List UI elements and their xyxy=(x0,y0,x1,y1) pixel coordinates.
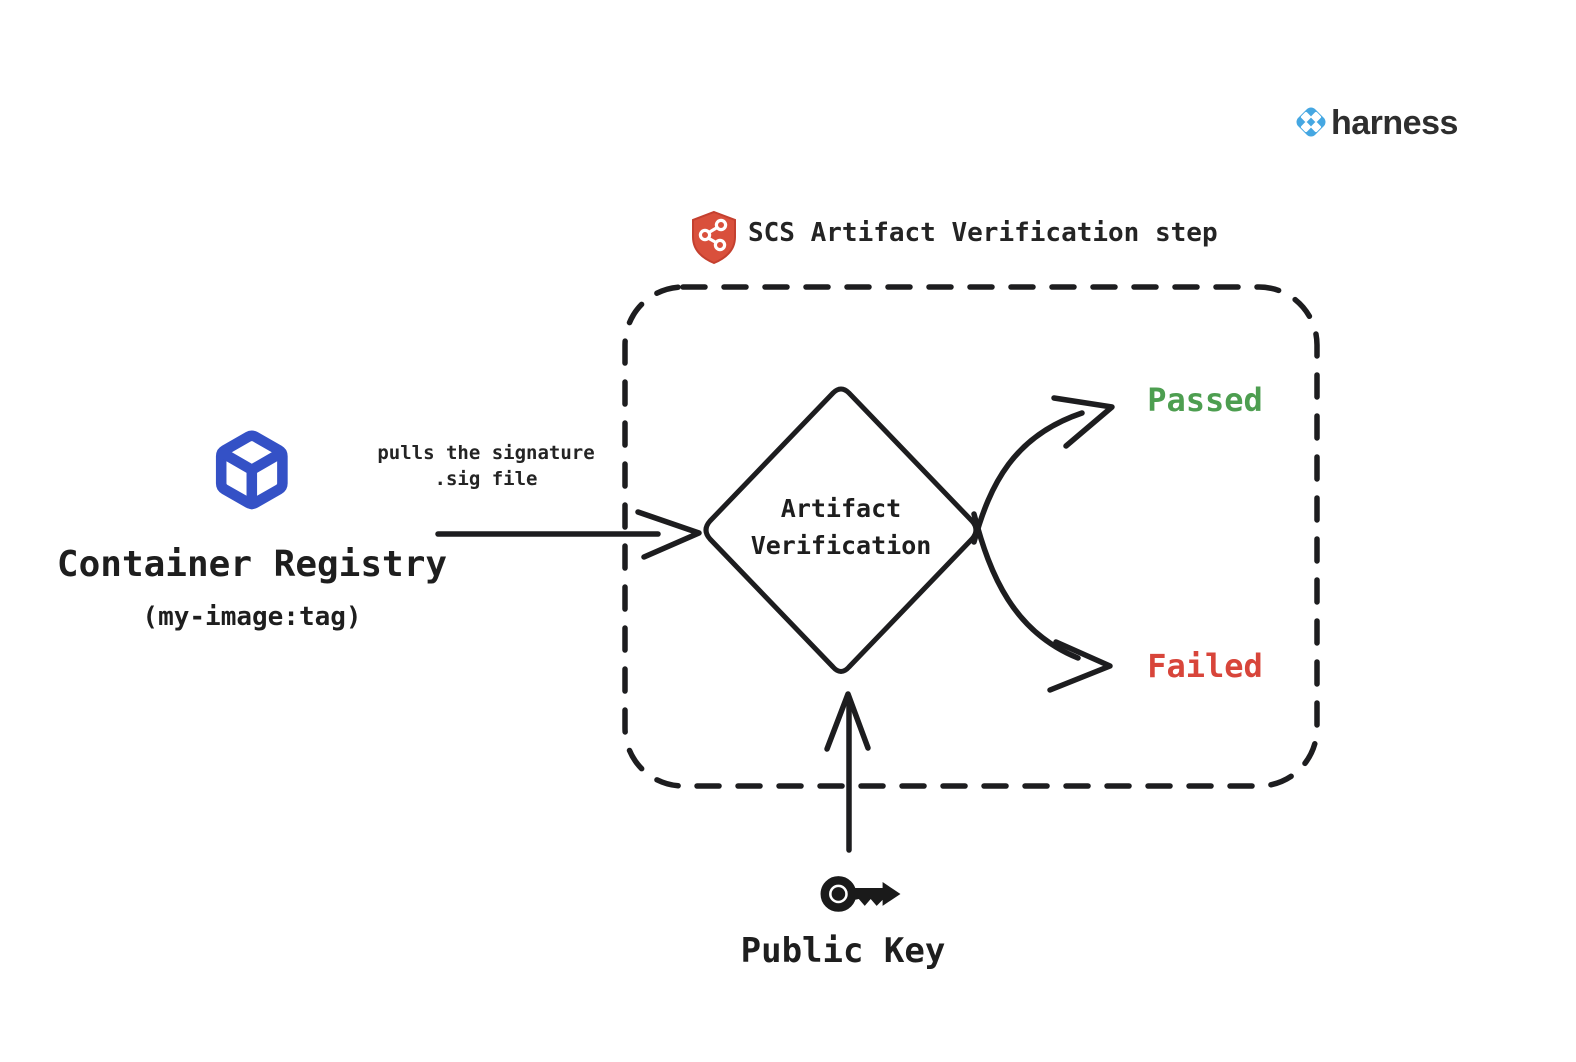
step-title: SCS Artifact Verification step xyxy=(748,218,1218,248)
cube-icon xyxy=(215,430,288,510)
step-boundary-box xyxy=(622,284,1320,789)
container-registry-title: Container Registry xyxy=(56,544,448,585)
failed-label: Failed xyxy=(1147,647,1263,685)
public-key-arrow xyxy=(824,691,871,853)
failed-arrow xyxy=(971,511,1113,693)
public-key-label: Public Key xyxy=(740,931,946,971)
pull-arrow-label-line1: pulls the signature xyxy=(377,442,595,464)
key-icon xyxy=(820,876,901,912)
pull-arrow-label: pulls the signature .sig file xyxy=(326,440,646,492)
container-registry-subtitle: (my-image:tag) xyxy=(142,602,362,632)
shield-icon xyxy=(692,210,736,265)
pull-arrow-label-line2: .sig file xyxy=(434,468,538,490)
passed-arrow xyxy=(971,395,1115,545)
harness-logo-icon xyxy=(1296,107,1326,137)
decision-label: Artifact Verification xyxy=(750,494,932,560)
passed-label: Passed xyxy=(1147,381,1263,419)
harness-logo-text: harness xyxy=(1331,104,1458,142)
pull-arrow xyxy=(435,509,702,560)
